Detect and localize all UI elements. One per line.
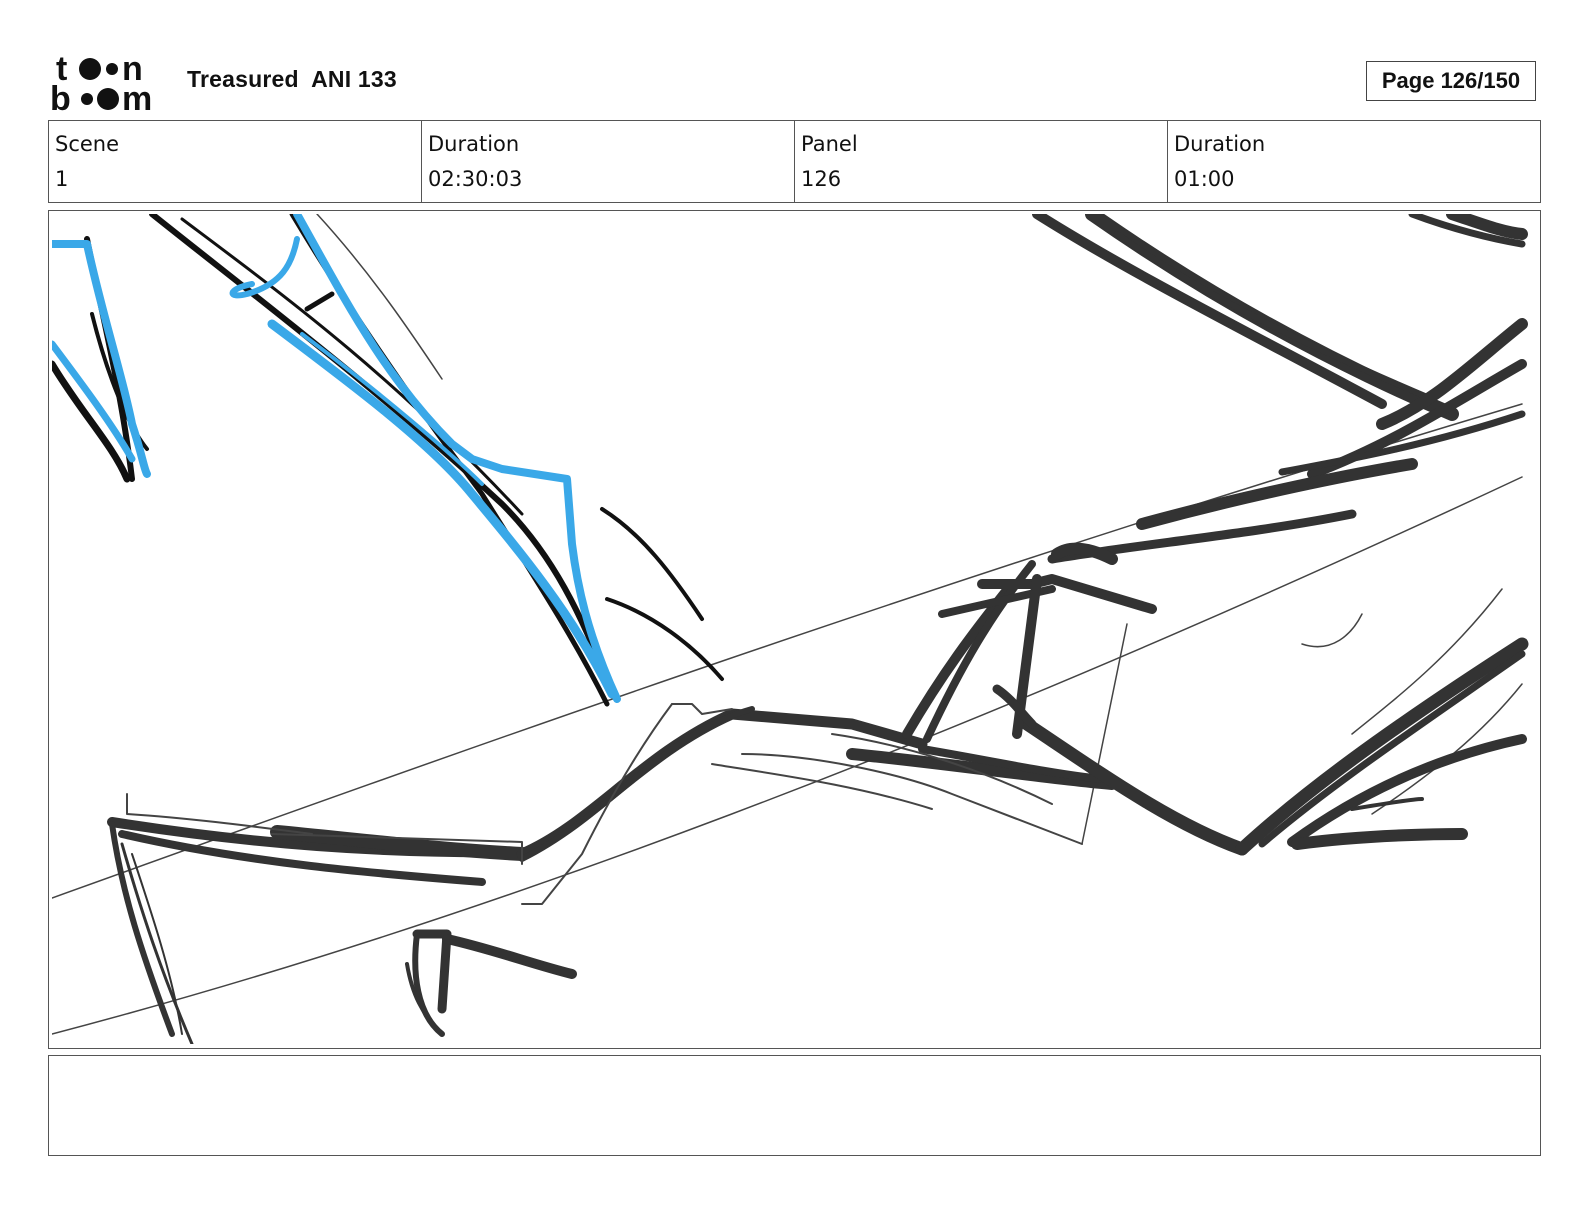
scene-duration-label: Duration (428, 132, 520, 156)
dark-strokes-middle (107, 542, 1529, 886)
toon-boom-logo: t n b m (50, 52, 152, 112)
scene-duration-cell: Duration 02:30:03 (422, 121, 795, 202)
panel-duration-value: 01:00 (1174, 167, 1235, 191)
scene-label: Scene (55, 132, 120, 156)
black-strokes-top-left (52, 214, 724, 707)
panel-duration-cell: Duration 01:00 (1168, 121, 1540, 202)
svg-text:n: n (122, 52, 143, 88)
panel-info-table: Scene 1 Duration 02:30:03 Panel 126 Dura… (48, 120, 1541, 203)
sketch-drawing (52, 214, 1529, 1044)
scene-value: 1 (55, 167, 69, 191)
scene-duration-value: 02:30:03 (428, 167, 523, 191)
document-title: Treasured ANI 133 (187, 66, 397, 92)
svg-text:m: m (122, 80, 152, 112)
dark-strokes-top-right (1032, 214, 1528, 564)
blue-strokes (52, 214, 621, 703)
panel-duration-label: Duration (1174, 132, 1266, 156)
panel-label: Panel (801, 132, 858, 156)
scene-cell: Scene 1 (49, 121, 422, 202)
thin-outlines-middle (126, 703, 1083, 905)
dark-strokes-bottom-left (109, 821, 577, 1044)
panel-cell: Panel 126 (795, 121, 1168, 202)
svg-text:t: t (56, 52, 67, 88)
page-indicator: Page 126/150 (1366, 61, 1536, 101)
panel-notes-box[interactable] (48, 1055, 1541, 1156)
svg-text:b: b (50, 80, 71, 112)
storyboard-panel-frame (48, 210, 1541, 1049)
panel-value: 126 (801, 167, 842, 191)
